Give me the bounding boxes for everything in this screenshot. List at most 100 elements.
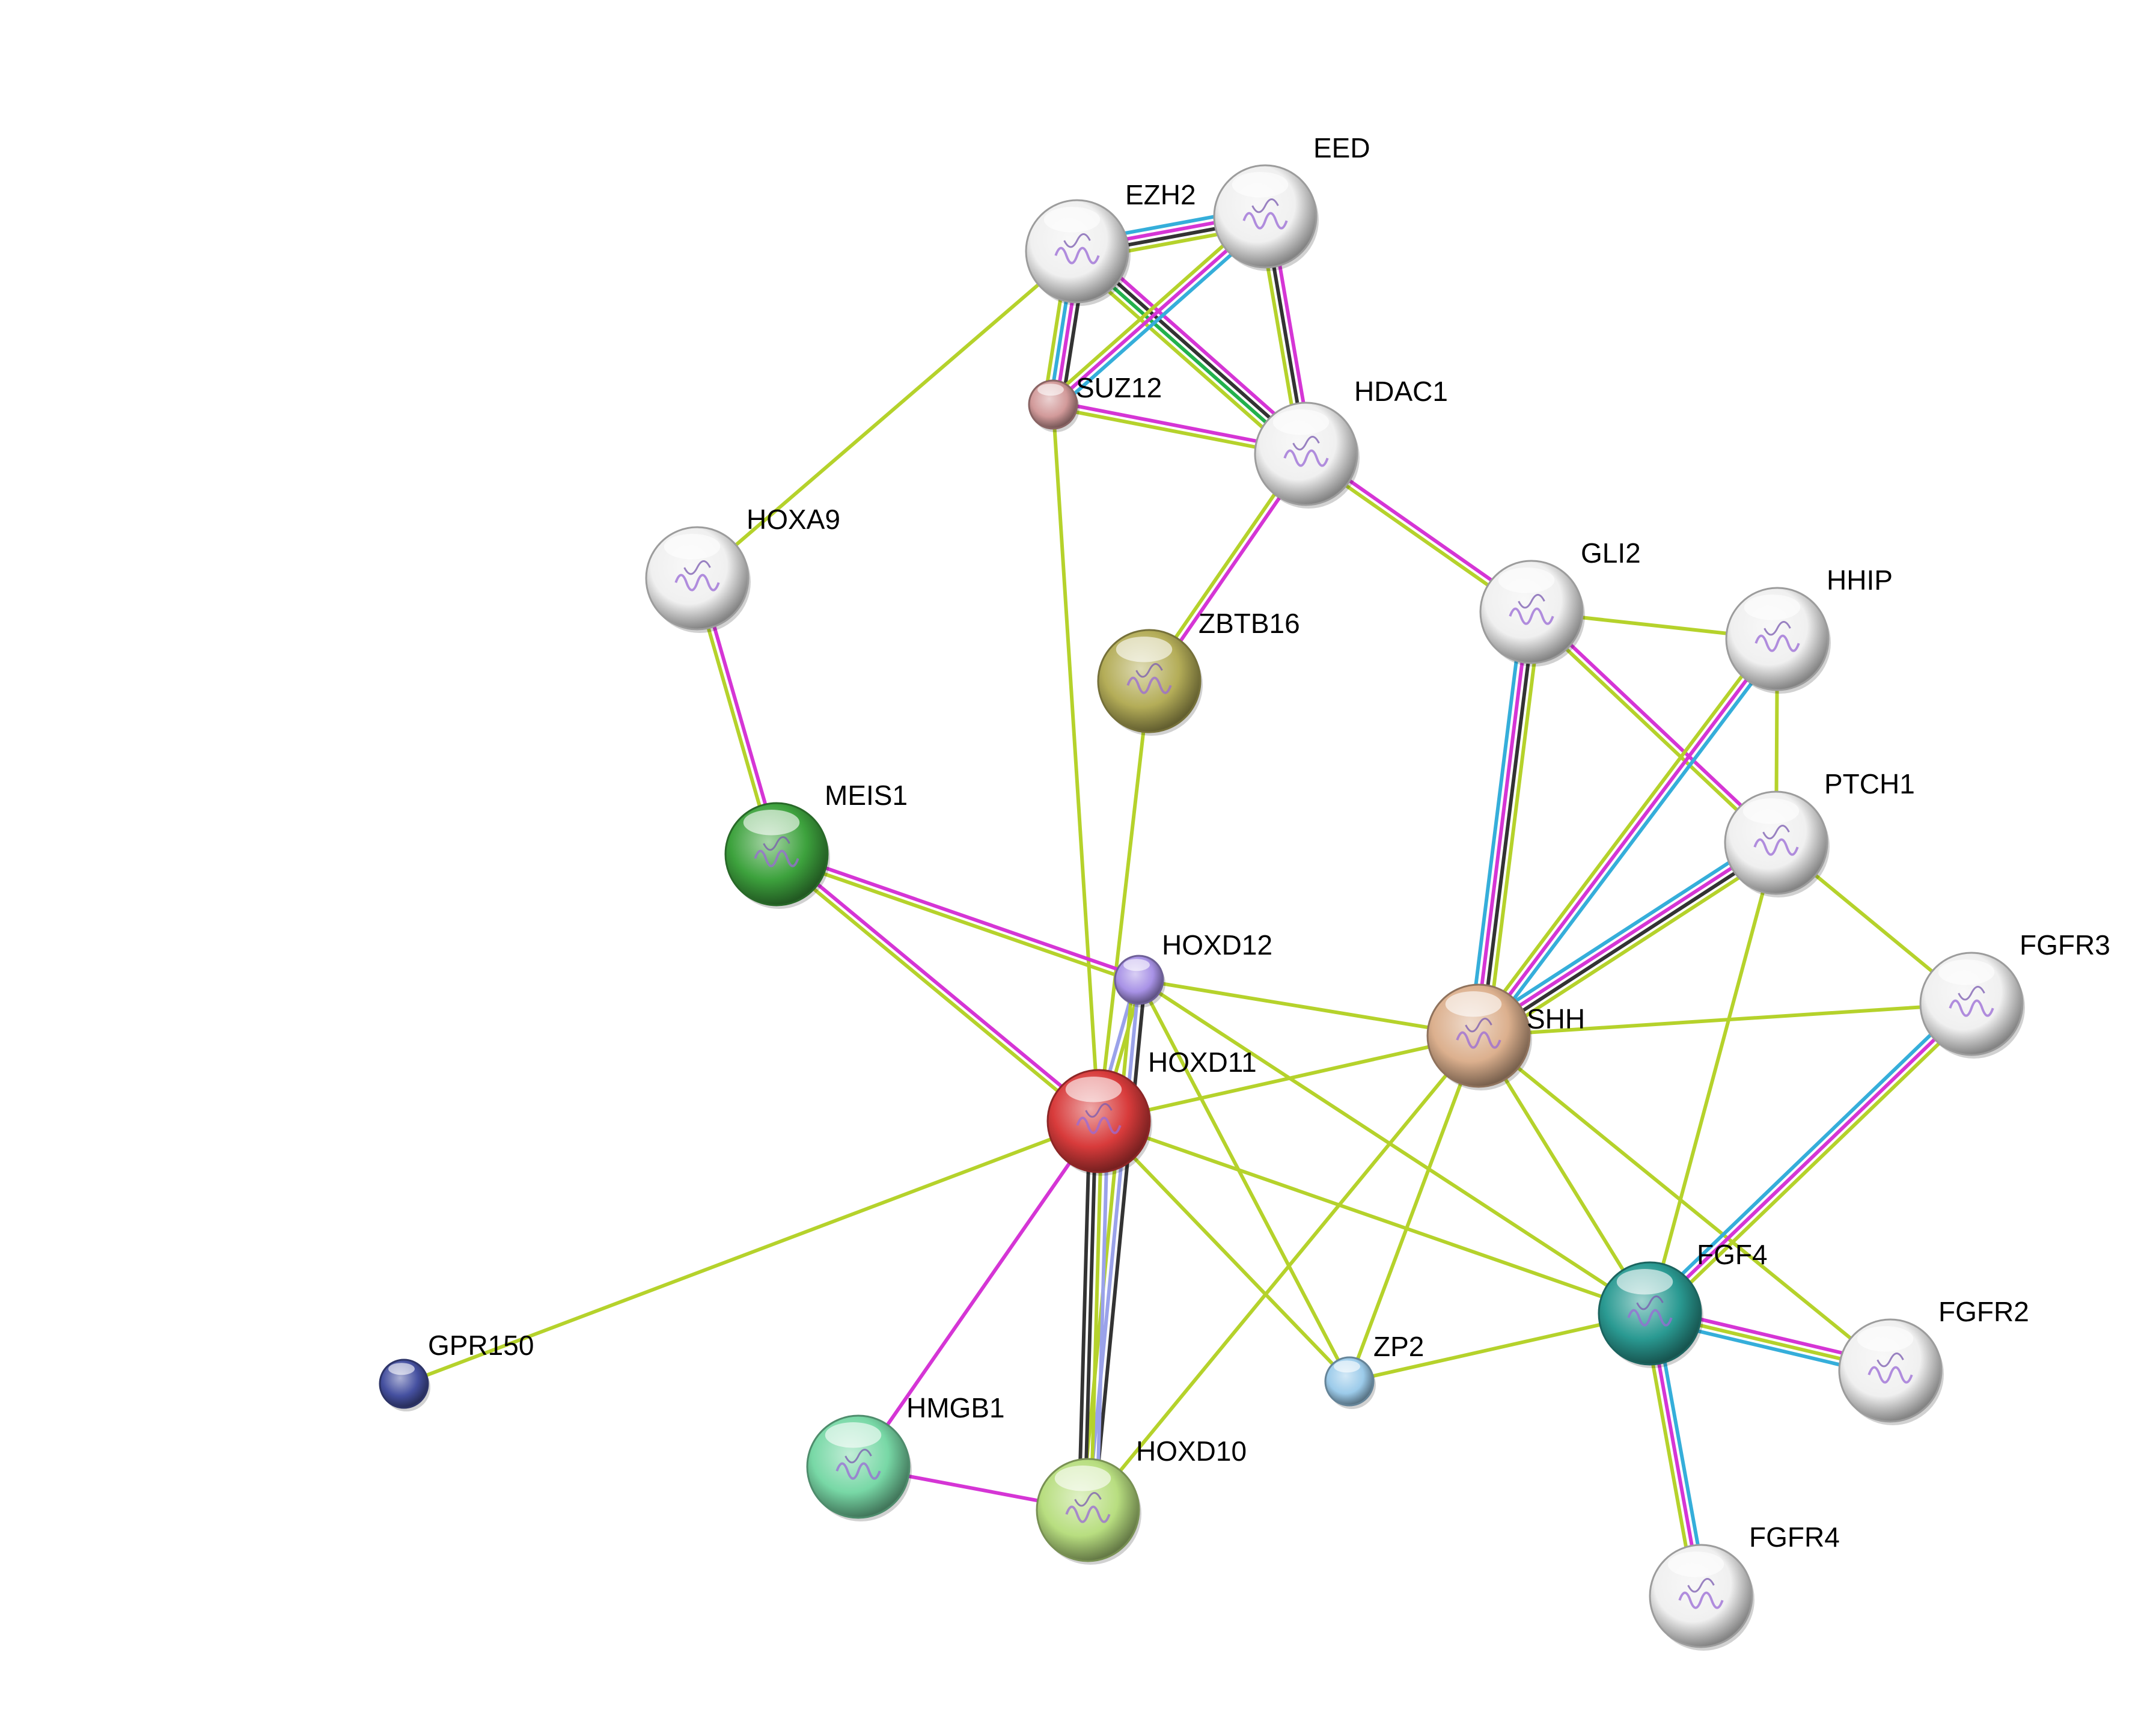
edge-evidence-yellowgreen bbox=[1051, 403, 1101, 1123]
edge-SHH-FGFR3[interactable] bbox=[1477, 1002, 1973, 1038]
node-EZH2[interactable]: EZH2 bbox=[1025, 179, 1196, 306]
edge-evidence-yellowgreen bbox=[1086, 1034, 1480, 1512]
node-label: HOXD12 bbox=[1162, 929, 1272, 961]
edge-HOXD12-SHH[interactable] bbox=[1137, 978, 1480, 1038]
protein-structure-icon bbox=[1753, 824, 1799, 856]
edge-evidence-yellowgreen bbox=[1477, 1034, 1892, 1372]
node-FGF4[interactable]: FGF4 bbox=[1598, 1239, 1768, 1368]
edge-SHH-HOXD10[interactable] bbox=[1086, 1034, 1480, 1512]
edge-evidence-black bbox=[1478, 843, 1780, 1041]
node-highlight bbox=[1054, 1466, 1111, 1491]
edge-evidence-lavender bbox=[1095, 1119, 1110, 1512]
node-label: HOXA9 bbox=[747, 504, 840, 535]
edge-MEIS1-HOXD11[interactable] bbox=[772, 850, 1103, 1125]
edge-SHH-ZP2[interactable] bbox=[1348, 1034, 1480, 1383]
node-label: HHIP bbox=[1827, 564, 1893, 596]
node-HDAC1[interactable]: HDAC1 bbox=[1254, 376, 1448, 509]
node-FGFR2[interactable]: FGFR2 bbox=[1838, 1296, 2029, 1425]
node-label: MEIS1 bbox=[825, 780, 908, 811]
node-highlight bbox=[1334, 1360, 1360, 1373]
edge-evidence-yellowgreen bbox=[1089, 1119, 1104, 1512]
node-highlight bbox=[743, 810, 800, 836]
edge-HOXD12-ZP2[interactable] bbox=[1137, 978, 1351, 1383]
node-highlight bbox=[1116, 637, 1173, 662]
edge-FGFR3-FGF4[interactable] bbox=[1644, 997, 1977, 1320]
edge-evidence-yellowgreen bbox=[1348, 1034, 1480, 1383]
node-SHH[interactable]: SHH bbox=[1426, 983, 1585, 1090]
edge-evidence-magenta bbox=[1474, 610, 1531, 1038]
node-label: FGFR2 bbox=[1938, 1296, 2029, 1327]
node-MEIS1[interactable]: MEIS1 bbox=[724, 780, 908, 909]
node-GLI2[interactable]: GLI2 bbox=[1479, 537, 1641, 667]
node-label: HOXD10 bbox=[1136, 1435, 1247, 1467]
edge-HOXD11-FGF4[interactable] bbox=[1097, 1119, 1652, 1315]
edge-HOXD11-GPR150[interactable] bbox=[402, 1119, 1101, 1386]
edge-EZH2-HOXA9[interactable] bbox=[695, 249, 1079, 580]
node-HOXD11[interactable]: HOXD11 bbox=[1046, 1047, 1257, 1176]
edge-evidence-yellowgreen bbox=[695, 249, 1079, 580]
edge-HOXD11-HMGB1[interactable] bbox=[857, 1119, 1101, 1469]
protein-structure-icon bbox=[1242, 198, 1288, 230]
node-highlight bbox=[1232, 172, 1289, 198]
edge-HOXD11-HOXD10[interactable] bbox=[1077, 1119, 1110, 1512]
edge-evidence-cyan bbox=[1481, 641, 1784, 1042]
edge-GLI2-PTCH1[interactable] bbox=[1527, 608, 1780, 847]
node-EED[interactable]: EED bbox=[1213, 132, 1370, 271]
node-FGFR4[interactable]: FGFR4 bbox=[1649, 1521, 1840, 1651]
node-HMGB1[interactable]: HMGB1 bbox=[806, 1392, 1005, 1521]
edge-evidence-magenta bbox=[1477, 637, 1779, 1038]
edge-evidence-yellowgreen bbox=[1472, 633, 1775, 1034]
node-label: FGFR3 bbox=[2020, 929, 2110, 961]
edge-ZBTB16-HOXD11[interactable] bbox=[1097, 679, 1151, 1123]
node-PTCH1[interactable]: PTCH1 bbox=[1724, 768, 1915, 897]
node-label: SUZ12 bbox=[1076, 372, 1162, 403]
node-HOXA9[interactable]: HOXA9 bbox=[645, 504, 840, 633]
edge-evidence-yellowgreen bbox=[1482, 848, 1783, 1045]
node-ZP2[interactable]: ZP2 bbox=[1324, 1331, 1424, 1409]
edge-evidence-yellowgreen bbox=[1080, 977, 1135, 1512]
node-FGFR3[interactable]: FGFR3 bbox=[1919, 929, 2110, 1059]
node-HHIP[interactable]: HHIP bbox=[1725, 564, 1893, 694]
edge-evidence-yellowgreen bbox=[1137, 978, 1652, 1315]
edge-HOXD12-FGF4[interactable] bbox=[1137, 978, 1652, 1315]
node-highlight bbox=[664, 534, 721, 560]
protein-structure-icon bbox=[1949, 985, 1994, 1017]
node-GPR150[interactable]: GPR150 bbox=[379, 1330, 534, 1411]
edge-evidence-yellowgreen bbox=[1097, 1119, 1351, 1383]
node-label: SHH bbox=[1527, 1003, 1585, 1035]
edge-HOXD12-HOXD10[interactable] bbox=[1080, 977, 1147, 1512]
node-ZBTB16[interactable]: ZBTB16 bbox=[1097, 608, 1300, 736]
node-highlight bbox=[388, 1363, 415, 1375]
node-label: ZBTB16 bbox=[1199, 608, 1300, 639]
edge-evidence-yellowgreen bbox=[772, 854, 1099, 1125]
protein-structure-icon bbox=[1867, 1352, 1913, 1384]
node-highlight bbox=[1742, 798, 1800, 824]
edge-evidence-black bbox=[1479, 610, 1536, 1038]
edge-evidence-yellowgreen bbox=[1652, 1006, 1977, 1320]
edge-evidence-cyan bbox=[1468, 609, 1525, 1037]
edge-evidence-black bbox=[1083, 1119, 1098, 1512]
node-HOXD12[interactable]: HOXD12 bbox=[1114, 929, 1272, 1007]
node-highlight bbox=[1667, 1551, 1724, 1577]
protein-structure-icon bbox=[1456, 1017, 1501, 1049]
edge-SHH-FGF4[interactable] bbox=[1477, 1034, 1652, 1315]
edge-SHH-HOXD11[interactable] bbox=[1097, 1034, 1480, 1123]
edge-HHIP-SHH[interactable] bbox=[1472, 633, 1784, 1042]
edge-HOXD11-ZP2[interactable] bbox=[1097, 1119, 1351, 1383]
edge-GLI2-SHH[interactable] bbox=[1468, 609, 1542, 1039]
edge-evidence-magenta bbox=[775, 849, 1142, 979]
node-HOXD10[interactable]: HOXD10 bbox=[1036, 1435, 1247, 1565]
edge-SHH-FGFR2[interactable] bbox=[1477, 1034, 1892, 1372]
node-label: GPR150 bbox=[428, 1330, 534, 1361]
edge-MEIS1-HOXD12[interactable] bbox=[774, 849, 1142, 985]
node-highlight bbox=[1272, 409, 1330, 435]
edge-SUZ12-HOXD11[interactable] bbox=[1051, 403, 1101, 1123]
node-highlight bbox=[1445, 991, 1502, 1017]
node-highlight bbox=[1037, 384, 1064, 396]
protein-structure-icon bbox=[1126, 662, 1172, 694]
edge-PTCH1-SHH[interactable] bbox=[1471, 833, 1783, 1045]
node-SUZ12[interactable]: SUZ12 bbox=[1028, 372, 1162, 432]
edge-PTCH1-FGF4[interactable] bbox=[1648, 841, 1778, 1315]
protein-structure-icon bbox=[674, 560, 720, 592]
